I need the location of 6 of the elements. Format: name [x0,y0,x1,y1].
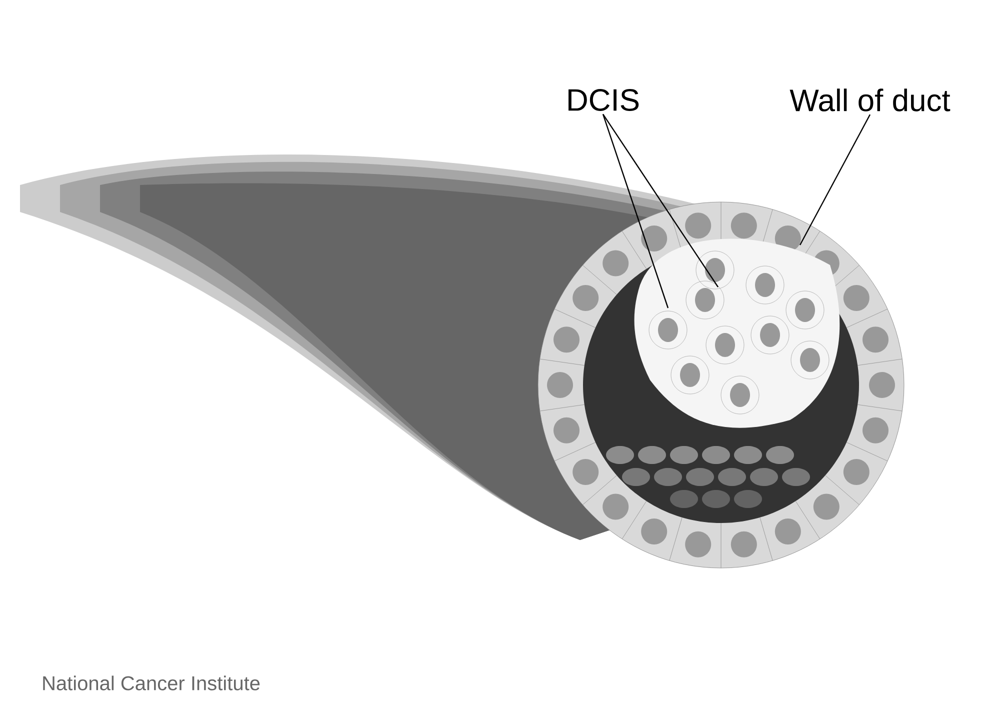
label-text: DCIS [568,89,639,111]
leader-line [602,114,719,288]
leader-line [799,114,871,246]
credit-text: National Cancer Institute [43,676,260,690]
label-text: Wall of duct [790,88,950,112]
leader-line [602,114,669,308]
